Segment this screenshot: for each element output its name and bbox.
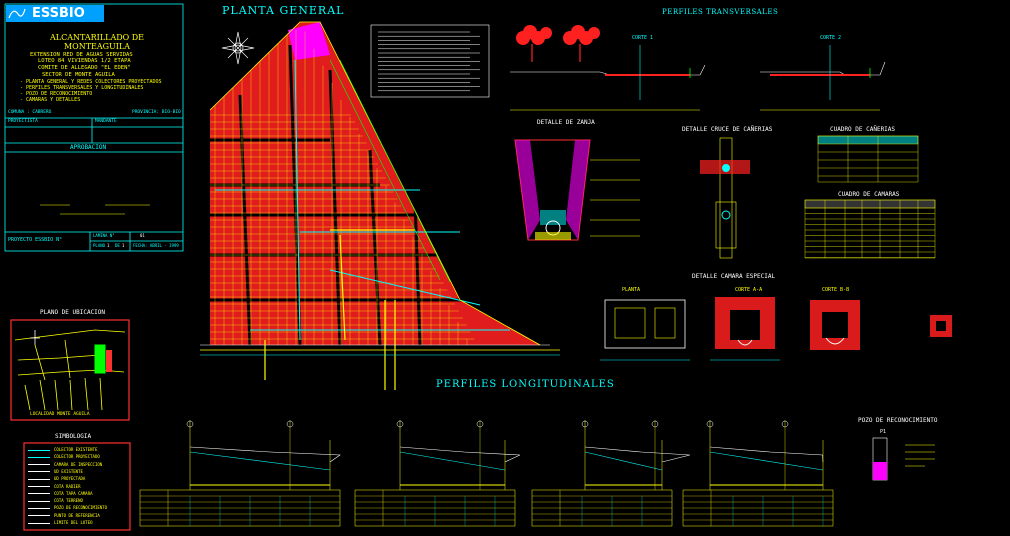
legend-item: POZO DE RECONOCIMIENTO [28,506,107,510]
cuadro-canerias-heading: CUADRO DE CAÑERIAS [830,126,896,133]
legend-symbol-icon [28,522,50,524]
legend-item-label: COLECTOR EXISTENTE [54,447,98,452]
legend-item-label: CAMARA DE INSPECCION [54,461,103,467]
legend-symbol-icon [28,478,50,480]
legend-item: UD EXISTENTE [28,468,83,474]
logo-swoosh [8,8,26,19]
legend-item: COTA RADIER [28,483,81,489]
corte-1-label: CORTE 1 [632,35,654,41]
p1-label: P1 [880,429,887,435]
project-line-1: EXTENSION RED DE AGUAS SERVIDAS [30,52,133,58]
legend-item-label: UD EXISTENTE [54,468,83,474]
detalle-zanja-heading: DETALLE DE ZANJA [537,119,595,126]
cuadro-camaras-heading: CUADRO DE CAMARAS [838,191,900,198]
contents-line-3: - POZO DE RECONOCIMIENTO [20,91,93,97]
special-chamber-detail [600,297,952,361]
plano-ubicacion-heading: PLANO DE UBICACION [40,309,106,316]
legend-item-label: COLECTOR PROYECTADO [54,454,100,460]
perfiles-transversales-heading: PERFILES TRANSVERSALES [662,8,779,16]
legend-symbol-icon [28,449,50,451]
legend-item: COTA TAPA CAMARA [28,490,93,496]
legend-item-label: PUNTO DE REFERENCIA [54,512,100,518]
contents-line-1: - PLANTA GENERAL Y REDES COLECTORES PROY… [20,79,162,85]
lamina-value: 01 [140,233,145,238]
de-value: 1 [122,243,125,248]
project-line-3: COMITE DE ALLEGADO "EL EDEN" [38,65,131,71]
legend-item: CAMARA DE INSPECCION [28,461,103,467]
longitudinal-profiles [139,420,834,527]
test-pit-detail [872,437,935,481]
legend-symbol-icon [28,507,50,509]
corte-aa-label: CORTE A-A [735,287,763,293]
legend-item: UD PROYECTADA [28,477,85,481]
project-line-4: SECTOR DE MONTE AGUILA [42,72,115,78]
simbologia-heading: SIMBOLOGIA [55,433,92,440]
legend-symbol-icon [28,464,50,466]
legend-symbol-icon [28,500,50,502]
legend-symbol-icon [28,471,50,473]
detalle-cruce-heading: DETALLE CRUCE DE CAÑERIAS [682,126,773,133]
localidad-label: LOCALIDAD MONTE AGUILA [30,412,90,417]
trench-detail [514,139,640,241]
logo-bar [6,5,104,22]
project-line-2: LOTEO 84 VIVIENDAS 1/2 ETAPA [38,58,131,64]
legend-item: COLECTOR PROYECTADO [28,455,100,459]
detalle-camara-heading: DETALLE CAMARA ESPECIAL [692,273,776,280]
proyectista-label: PROYECTISTA [8,119,38,124]
de-label: DE [115,243,120,248]
pozo-reconocimiento-heading: POZO DE RECONOCIMIENTO [858,417,938,424]
legend-item-label: COTA TAPA CAMARA [54,490,93,496]
perfiles-longitudinales-heading: PERFILES LONGITUDINALES [436,379,615,390]
corte-2-label: CORTE 2 [820,35,842,41]
legend-item-label: UD PROYECTADA [54,476,86,482]
contents-line-4: - CAMARAS Y DETALLES [20,97,81,103]
legend-item-label: COTA RADIER [54,483,81,489]
chambers-table [804,199,936,259]
provincia-label: PROVINCIA: BIO-BIO [132,110,181,115]
aprobacion-label: APROBACION [70,144,107,151]
notes-box [370,24,490,98]
comuna-label: COMUNA : CABRERO [8,110,52,115]
legend-frame [23,442,131,531]
pipes-table [817,135,919,183]
planta-small-label: PLANTA [622,287,641,293]
title-block-frame [4,3,184,252]
mandante-label: MANDANTE [95,119,117,124]
signature-lines [40,204,150,215]
legend-item-label: LIMITE DEL LOTEO [54,520,93,525]
legend-item: PUNTO DE REFERENCIA [28,512,100,518]
legend-item-label: POZO DE RECONOCIMIENTO [54,505,107,511]
logo-text: ESSBIO [32,6,85,21]
pipe-crossing-detail [700,137,750,259]
plano-value: 1 [107,243,110,248]
corte-bb-label: CORTE B-B [822,287,850,293]
north-arrow-icon [221,31,255,65]
cross-sections [510,25,886,111]
legend-symbol-icon [28,515,50,517]
legend-symbol-icon [28,456,50,458]
site-plan [200,21,560,390]
planta-general-heading: PLANTA GENERAL [222,4,345,17]
legend-item-label: COTA TERRENO [54,498,83,504]
legend-item: LIMITE DEL LOTEO [28,521,93,525]
plano-label: PLANO [93,243,106,248]
lamina-label: LAMINA N° [93,233,115,238]
contents-line-2: - PERFILES TRANSVERSALES Y LONGITUDINALE… [20,85,144,91]
project-title: ALCANTARILLADO DE MONTEAGUILA [49,33,145,51]
legend-symbol-icon [28,493,50,495]
proyecto-essbio-label: PROYECTO ESSBIO N° [8,237,63,243]
legend-symbol-icon [28,486,50,487]
legend-item: COTA TERRENO [28,499,83,503]
legend-item: COLECTOR EXISTENTE [28,448,97,452]
location-plan [10,319,130,421]
fecha-label: FECHA: ABRIL - 1999 [133,243,179,248]
